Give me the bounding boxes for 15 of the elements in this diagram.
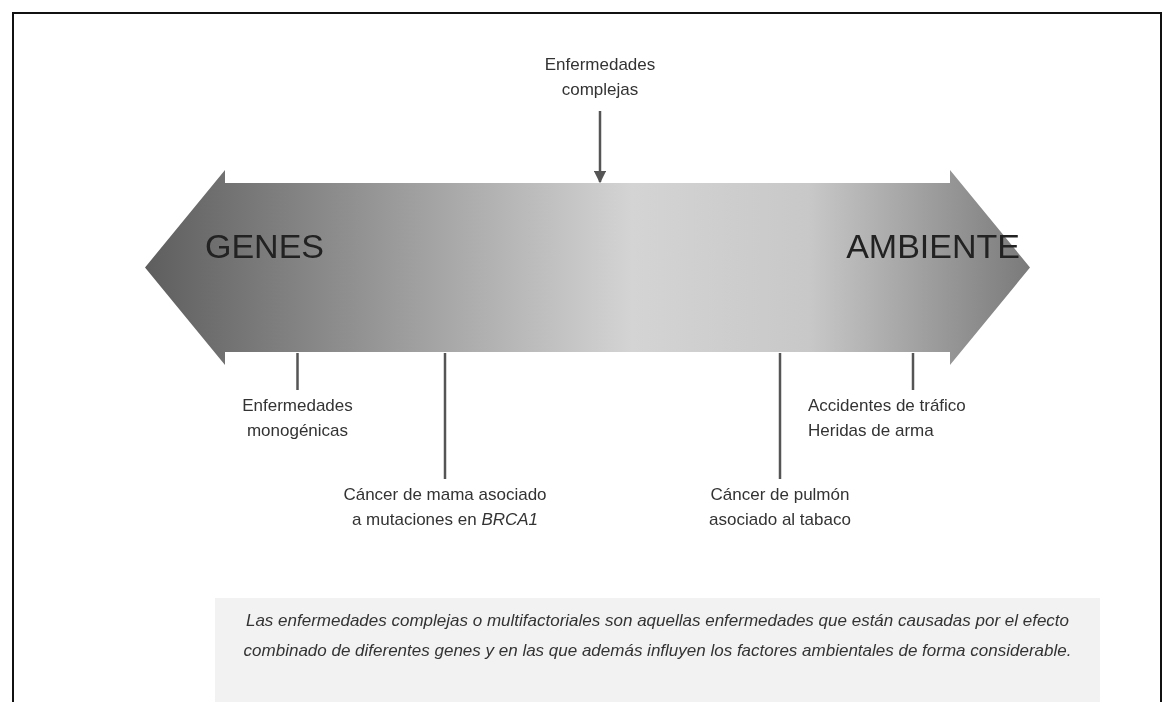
- caption: Las enfermedades complejas o multifactoriales son aquellas enfermedades que están causadas por el efecto combinado de diferentes genes y en las que además influyen los factores ambientales de forma considerable.: [215, 598, 1100, 702]
- leader-line: [778, 353, 782, 479]
- leader-line: [911, 353, 915, 390]
- annotation-text: Heridas de arma: [808, 420, 935, 442]
- annotation-text: Enfermedades complejas: [520, 52, 680, 108]
- double-headed-arrow: [145, 170, 1030, 365]
- annotation-text: Enfermedades monogénicas: [215, 393, 380, 447]
- annotation-text: Accidentes de tráfico: [808, 395, 967, 417]
- band-label: AMBIENTE: [846, 226, 1020, 266]
- annotation-text: Cáncer de pulmón asociado al tabaco: [680, 482, 880, 536]
- arrow: [593, 111, 607, 184]
- band-label: GENES: [205, 226, 325, 266]
- leader-line: [443, 353, 447, 479]
- annotation-text: Cáncer de mama asociado a mutaciones en BRCA1: [340, 482, 550, 562]
- leader-line: [296, 353, 299, 390]
